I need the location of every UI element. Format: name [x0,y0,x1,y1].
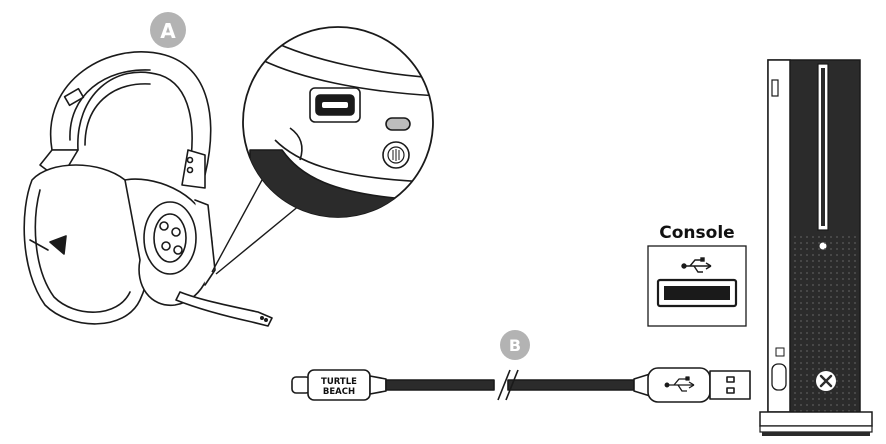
cable-cord-left [385,379,495,391]
led-indicator [385,117,411,131]
power-button [382,141,410,169]
usb-c-port [309,87,361,123]
usb-cable: TURTLE BEACH [291,367,751,403]
callout-a-label: A [160,19,176,43]
usb-a-plug-tip [709,370,751,400]
callout-b: B [500,330,530,360]
cable-brand-line2: BEACH [323,387,355,397]
usb-c-port-zoom [242,26,434,218]
headset-illustration [23,51,273,327]
zoom-leader-lines [211,179,301,275]
cable-cord-right [507,379,635,391]
usb-a-port [656,278,738,308]
console-port-callout: Console [647,223,747,327]
cable-brand-line1: TURTLE [321,377,357,387]
usb-icon [664,376,695,392]
console-illustration [759,59,873,436]
callout-a: A [150,12,186,48]
console-label: Console [659,223,734,243]
console-power-icon [816,371,836,391]
usb-icon [681,257,712,273]
callout-b-label: B [509,336,521,355]
